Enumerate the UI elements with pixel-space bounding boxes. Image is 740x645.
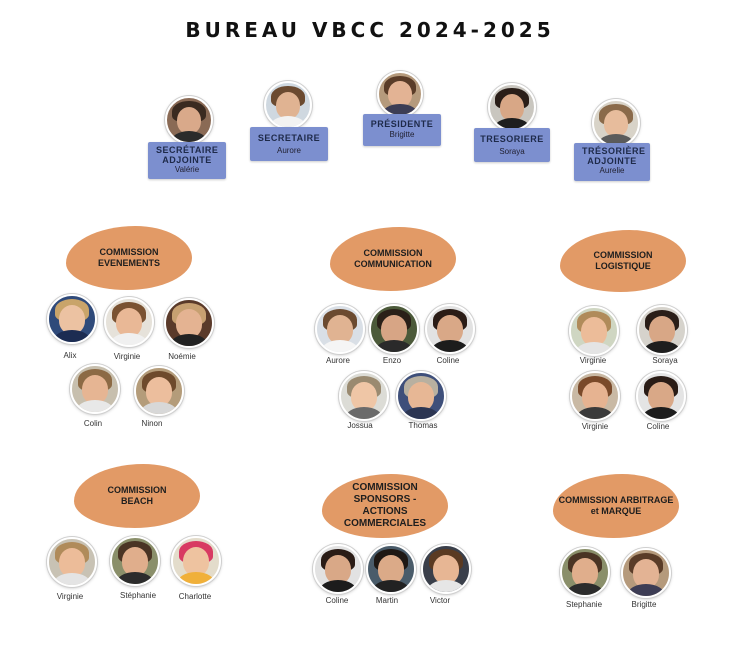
avatar <box>164 298 214 348</box>
bureau-role: PRÉSIDENTE <box>370 119 434 129</box>
avatar <box>104 297 154 347</box>
page-title: BUREAU VBCC 2024-2025 <box>185 18 555 42</box>
bureau-role-box: SECRÉTAIRE ADJOINTE Valérie <box>148 142 226 179</box>
avatar <box>366 544 416 594</box>
avatar <box>592 99 640 147</box>
member-name: Coline <box>436 356 460 365</box>
avatar <box>396 371 446 421</box>
avatar <box>570 371 620 421</box>
member-name: Jossua <box>347 421 373 430</box>
commission-title: COMMISSION COMMUNICATION <box>330 227 456 291</box>
avatar <box>421 544 471 594</box>
avatar <box>569 306 619 356</box>
avatar <box>315 304 365 354</box>
member-name: Virginie <box>113 352 141 361</box>
avatar <box>339 371 389 421</box>
bureau-role: TRESORIERE <box>480 134 544 144</box>
bureau-name: Valérie <box>174 165 200 174</box>
commission-title: COMMISSION ARBITRAGE et MARQUE <box>553 474 679 538</box>
avatar <box>369 304 419 354</box>
member-name: Victor <box>429 596 451 605</box>
member-name: Virginie <box>581 422 609 431</box>
avatar <box>70 364 120 414</box>
bureau-name: Aurelie <box>599 166 625 175</box>
bureau-role-box: PRÉSIDENTE Brigitte <box>363 114 441 146</box>
avatar <box>636 371 686 421</box>
member-name: Enzo <box>382 356 402 365</box>
commission-title: COMMISSION LOGISTIQUE <box>560 230 686 292</box>
bureau-role: SECRÉTAIRE ADJOINTE <box>156 145 219 165</box>
member-name: Stephanie <box>565 600 603 609</box>
member-name: Stéphanie <box>119 591 157 600</box>
member-name: Alix <box>63 351 77 360</box>
bureau-name: Aurore <box>276 146 301 155</box>
member-name: Virginie <box>579 356 607 365</box>
bureau-role: SECRETAIRE <box>257 133 321 143</box>
member-name: Virginie <box>56 592 84 601</box>
avatar <box>425 304 475 354</box>
member-name: Thomas <box>408 421 438 430</box>
commission-title: COMMISSION EVENEMENTS <box>66 226 192 290</box>
avatar <box>165 96 213 144</box>
avatar <box>377 71 423 117</box>
member-name: Martin <box>375 596 399 605</box>
member-name: Noémie <box>168 352 196 361</box>
avatar <box>134 366 184 416</box>
avatar <box>110 536 160 586</box>
member-name: Coline <box>325 596 349 605</box>
avatar <box>560 547 610 597</box>
avatar <box>171 536 221 586</box>
bureau-role-box: SECRETAIRE Aurore <box>250 127 328 161</box>
member-name: Soraya <box>652 356 678 365</box>
avatar <box>637 305 687 355</box>
bureau-role-box: TRESORIERE Soraya <box>474 128 550 162</box>
avatar <box>47 537 97 587</box>
avatar <box>264 81 312 129</box>
avatar <box>313 544 363 594</box>
bureau-name: Soraya <box>499 147 525 156</box>
member-name: Charlotte <box>178 592 212 601</box>
avatar <box>621 548 671 598</box>
member-name: Ninon <box>141 419 163 428</box>
commission-title: COMMISSION SPONSORS - ACTIONS COMMERCIAL… <box>322 474 448 538</box>
bureau-name: Brigitte <box>389 130 415 139</box>
member-name: Colin <box>83 419 103 428</box>
avatar <box>488 83 536 131</box>
commission-title: COMMISSION BEACH <box>74 464 200 528</box>
avatar <box>47 294 97 344</box>
member-name: Brigitte <box>631 600 657 609</box>
member-name: Aurore <box>325 356 350 365</box>
bureau-role: TRÉSORIÈRE ADJOINTE <box>582 146 646 166</box>
bureau-role-box: TRÉSORIÈRE ADJOINTE Aurelie <box>574 143 650 181</box>
member-name: Coline <box>646 422 670 431</box>
